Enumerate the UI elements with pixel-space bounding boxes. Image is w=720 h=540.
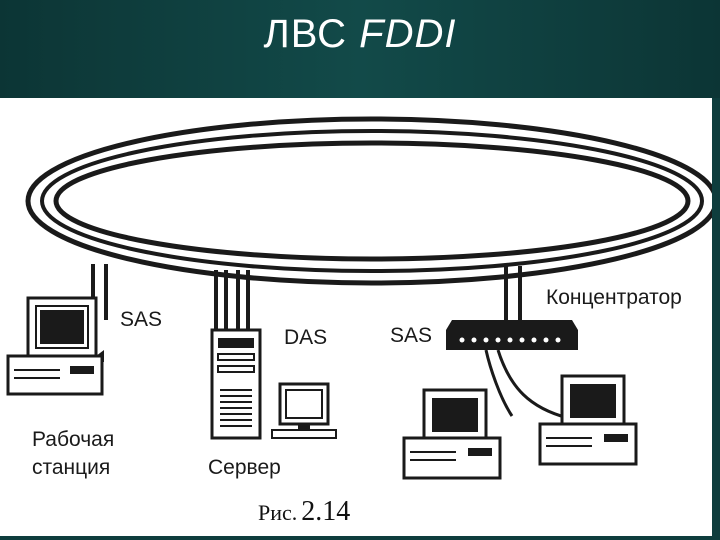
slide-title: ЛВС FDDI: [0, 12, 720, 57]
figure-caption: Рис. 2.14: [258, 496, 350, 528]
sas-right-label: SAS: [390, 324, 432, 348]
caption-prefix: Рис.: [258, 500, 297, 525]
concentrator-label: Концентратор: [546, 286, 682, 310]
workstation-computer-icon: [8, 298, 104, 394]
slide-title-prefix: ЛВС: [264, 12, 360, 56]
fddi-dual-ring: [28, 119, 712, 283]
server-monitor-icon: [272, 384, 336, 438]
sas-left-label: SAS: [120, 308, 162, 332]
server-tower-icon: [212, 330, 260, 438]
workstation-computer-icon: [404, 390, 500, 478]
workstation-label-line2: станция: [32, 456, 110, 480]
workstation-computer-icon: [540, 376, 636, 464]
slide-header: ЛВС FDDI: [0, 0, 720, 98]
server-label: Сервер: [208, 456, 281, 480]
das-label: DAS: [284, 326, 327, 350]
workstation-label-line1: Рабочая: [32, 428, 114, 452]
diagram-panel: SAS DAS SAS Концентратор Рабочая станция…: [0, 98, 712, 536]
slide-title-latin: FDDI: [359, 12, 456, 56]
concentrator-hub-icon: [446, 320, 578, 350]
concentrator-cables: [486, 350, 568, 418]
caption-number: 2.14: [301, 496, 350, 527]
